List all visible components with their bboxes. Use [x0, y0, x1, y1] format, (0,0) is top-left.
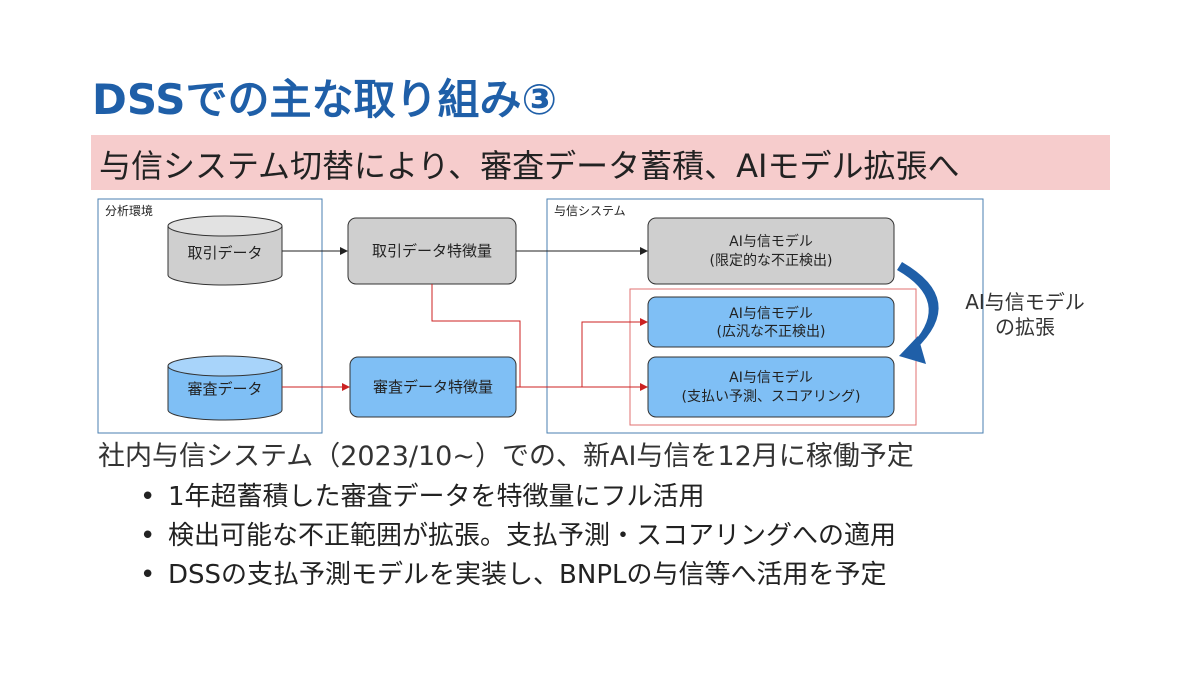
arrow-feature-to-model-broad — [581, 318, 648, 387]
transaction-data-label: 取引データ — [187, 244, 262, 262]
review-data-cylinder: 審査データ — [167, 355, 283, 421]
model-broad-line2: (広汎な不正検出) — [717, 324, 826, 340]
model-payment-box — [647, 356, 895, 418]
line-transaction-feature-down — [431, 284, 521, 387]
slide-title: DSSでの主な取り組み③ — [92, 75, 558, 124]
credit-system-label: 与信システム — [554, 204, 626, 218]
bullet-list: 1年超蓄積した審査データを特徴量にフル活用 検出可能な不正範囲が拡張。支払予測・… — [140, 478, 896, 595]
model-broad-line1: AI与信モデル — [729, 305, 813, 322]
headline-banner: 与信システム切替により、審査データ蓄積、AIモデル拡張へ — [91, 135, 1110, 190]
review-data-label: 審査データ — [187, 380, 262, 398]
model-limited-box — [647, 217, 895, 285]
subtitle: 社内与信システム（2023/10~）での、新AI与信を12月に稼働予定 — [98, 441, 914, 472]
model-payment-line1: AI与信モデル — [729, 369, 813, 386]
expansion-label-line2: の拡張 — [995, 315, 1055, 339]
transaction-feature-label: 取引データ特徴量 — [372, 242, 492, 260]
model-limited-line2: (限定的な不正検出) — [710, 253, 833, 269]
review-feature-label: 審査データ特徴量 — [373, 378, 493, 396]
headline-text: 与信システム切替により、審査データ蓄積、AIモデル拡張へ — [99, 147, 960, 185]
bullet-item: DSSの支払予測モデルを実装し、BNPLの与信等へ活用を予定 — [140, 556, 896, 595]
credit-system-frame — [546, 198, 984, 434]
bullet-item: 1年超蓄積した審査データを特徴量にフル活用 — [140, 478, 896, 517]
model-limited-line1: AI与信モデル — [729, 233, 813, 250]
expansion-curved-arrow — [897, 262, 939, 364]
model-payment-line2: (支払い予測、スコアリング) — [682, 389, 861, 405]
bullet-item: 検出可能な不正範囲が拡張。支払予測・スコアリングへの適用 — [140, 517, 896, 556]
analysis-env-frame — [97, 198, 323, 434]
expansion-label-line1: AI与信モデル — [965, 290, 1085, 314]
analysis-env-label: 分析環境 — [105, 203, 153, 218]
transaction-data-cylinder: 取引データ — [167, 215, 283, 286]
model-broad-box — [647, 296, 895, 348]
